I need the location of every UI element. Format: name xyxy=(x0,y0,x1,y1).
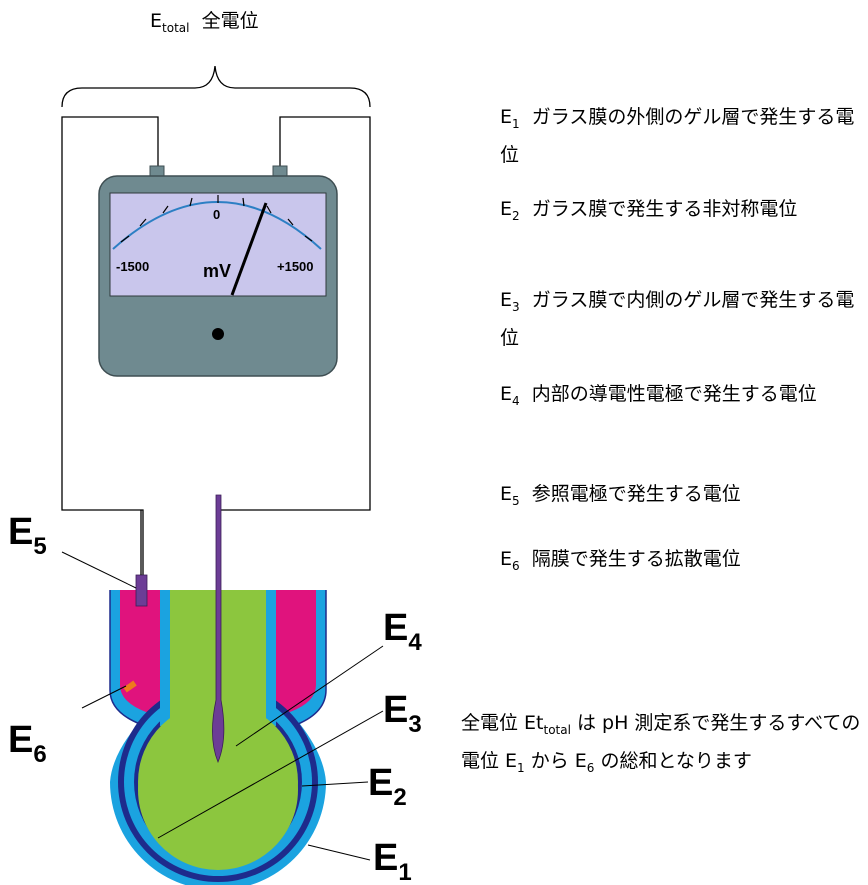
meter-scale-max: +1500 xyxy=(277,259,314,274)
legend-text: ガラス膜で内側のゲル層で発生する電位 xyxy=(500,289,855,349)
summary-p3-sub: 6 xyxy=(586,760,595,775)
label-e6: E6 xyxy=(8,719,47,768)
meter-scale-min: -1500 xyxy=(116,259,149,274)
meter-ticks xyxy=(120,195,313,243)
legend-e: E xyxy=(500,483,513,505)
diaphragm xyxy=(123,680,137,693)
legend-text: 参照電極で発生する電位 xyxy=(531,483,741,505)
label-e2: E2 xyxy=(368,762,407,811)
legend-item-e6: E6 隔膜で発生する拡散電位 xyxy=(500,544,860,582)
meter-needle xyxy=(230,202,268,296)
legend-e: E xyxy=(500,289,513,311)
legend-e: E xyxy=(500,548,513,570)
legend-item-e2: E2 ガラス膜で発生する非対称電位 xyxy=(500,194,860,232)
inner-tube-left-wall xyxy=(160,590,170,726)
legend-item-e3: E3 ガラス膜で内側のゲル層で発生する電位 xyxy=(500,285,860,354)
legend-e: E xyxy=(500,383,513,405)
brace xyxy=(61,65,371,108)
title-e: E xyxy=(150,10,163,32)
legend-item-e5: E5 参照電極で発生する電位 xyxy=(500,479,860,517)
legend-sub: 4 xyxy=(512,393,520,408)
legend-sub: 5 xyxy=(512,493,520,508)
meter-right-terminal xyxy=(272,165,288,177)
inner-solution-bulb xyxy=(138,702,298,862)
meter-zero-adjust xyxy=(212,328,224,340)
summary-p1: 全電位 Et xyxy=(461,712,544,734)
legend-sub: 3 xyxy=(512,299,520,314)
summary-p1-sub: total xyxy=(543,722,571,737)
meter-left-terminal xyxy=(149,165,165,177)
reference-electrode xyxy=(135,574,148,607)
meter-unit: mV xyxy=(203,261,231,281)
label-e5: E5 xyxy=(8,511,47,560)
label-e3: E3 xyxy=(383,689,422,738)
legend-e: E xyxy=(500,106,513,128)
legend-text: 隔膜で発生する拡散電位 xyxy=(531,548,741,570)
legend-item-e1: E1 ガラス膜の外側のゲル層で発生する電位 xyxy=(500,102,860,171)
reference-solution xyxy=(120,590,160,712)
legend-sub: 2 xyxy=(512,208,520,223)
title-e-sub: total xyxy=(162,20,190,35)
inner-electrode xyxy=(212,494,225,764)
reference-solution-right xyxy=(276,590,316,712)
summary-p2-sub: 1 xyxy=(517,760,525,775)
inner-tube-right-wall xyxy=(266,590,276,726)
summary-text: 全電位 Ettotal は pH 測定系で発生するすべての電位 E1 から E6… xyxy=(461,708,866,784)
summary-p4: の総和となります xyxy=(594,749,752,772)
total-potential-title: Etotal 全電位 xyxy=(150,6,259,35)
left-wire xyxy=(61,116,159,590)
electrode-outline xyxy=(109,590,327,725)
meter-scale-zero: 0 xyxy=(213,207,220,222)
leader-lines xyxy=(61,551,384,861)
meter-face xyxy=(109,192,327,297)
legend-item-e4: E4 内部の導電性電極で発生する電位 xyxy=(500,379,860,417)
legend-text: ガラス膜で発生する非対称電位 xyxy=(531,198,798,220)
label-e1: E1 xyxy=(373,837,412,885)
title-label: 全電位 xyxy=(201,10,259,32)
legend-e: E xyxy=(500,198,513,220)
legend-text: 内部の導電性電極で発生する電位 xyxy=(531,383,817,405)
summary-p2: は pH 測定系で発生するすべての電位 E xyxy=(461,712,861,772)
legend-sub: 6 xyxy=(512,558,520,573)
legend-sub: 1 xyxy=(512,116,520,131)
summary-p3: から E xyxy=(524,749,587,772)
label-e4: E4 xyxy=(383,607,422,656)
legend-text: ガラス膜の外側のゲル層で発生する電位 xyxy=(500,106,855,166)
